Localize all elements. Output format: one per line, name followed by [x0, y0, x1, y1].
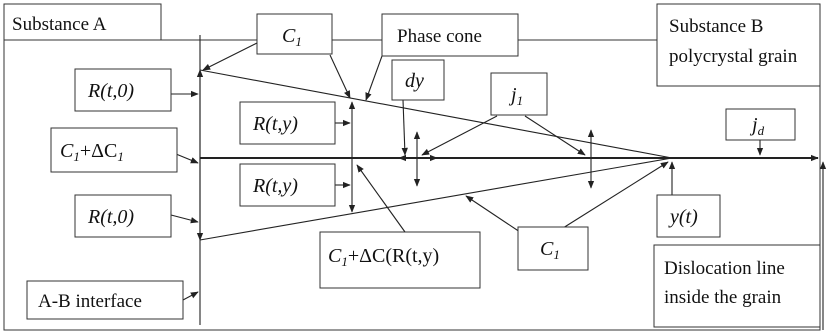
r-ty-bottom-label: R(t,y) [252, 175, 298, 197]
c1-bottom-box [517, 226, 589, 271]
r-t0-bottom-pointer [170, 214, 199, 224]
dislocation-label-line1: Dislocation line [664, 258, 785, 279]
y-t-label: y(t) [668, 206, 698, 228]
c1-bottom-label: C1 [540, 238, 560, 262]
interface-label: A-B interface [38, 291, 142, 312]
r-t0-bottom-label: R(t,0) [87, 206, 134, 228]
substance-b-label-line1: Substance B [669, 16, 763, 37]
c1-delta-r-pointer [356, 164, 406, 233]
r-ty-top-label: R(t,y) [252, 113, 298, 135]
substance-b-label-line2: polycrystal grain [669, 46, 798, 67]
substance-a-box [3, 3, 162, 41]
phase-cone-box [381, 13, 519, 57]
c1-delta-box [50, 127, 178, 173]
dy-label: dy [405, 70, 424, 92]
substance-b-box [656, 3, 821, 87]
c1-bottom-pointer-left [465, 195, 521, 233]
j1-pointer-left [421, 115, 498, 156]
c1-top-label: C1 [282, 25, 302, 49]
c1-top-box [256, 13, 333, 55]
interface-label-pointer [182, 291, 199, 301]
r-ty-top-box [239, 101, 336, 145]
interface-box [26, 280, 184, 320]
dy-box [391, 59, 445, 101]
phase-cone-pointer [365, 55, 383, 101]
c1-delta-r-box [319, 231, 481, 289]
j1-pointer-right [524, 115, 586, 156]
jd-box [725, 108, 796, 141]
y-t-box [656, 194, 721, 238]
c1-delta-r-label: C1+ΔC(R(t,y) [328, 245, 439, 269]
r-t0-bottom-box [74, 194, 172, 238]
c1-delta-pointer [175, 153, 199, 164]
dislocation-label-line2: inside the grain [664, 287, 782, 308]
c1-delta-label: C1+ΔC1 [60, 140, 124, 164]
r-t0-top-label: R(t,0) [87, 80, 134, 102]
c1-top-pointer-right [329, 54, 351, 99]
substance-a-label: Substance A [12, 14, 107, 35]
cone-lower-line [199, 157, 673, 241]
phase-cone-label: Phase cone [397, 26, 482, 47]
c1-top-pointer-left [202, 42, 258, 71]
cone-upper-line [199, 69, 673, 159]
j1-label: j1 [508, 84, 523, 108]
dislocation-box [653, 244, 821, 328]
dy-pointer [401, 99, 408, 156]
c1-bottom-pointer-right [562, 161, 669, 229]
j1-box [490, 72, 548, 116]
jd-label: jd [749, 114, 765, 138]
r-ty-bottom-box [239, 163, 336, 207]
r-t0-top-box [74, 68, 172, 112]
